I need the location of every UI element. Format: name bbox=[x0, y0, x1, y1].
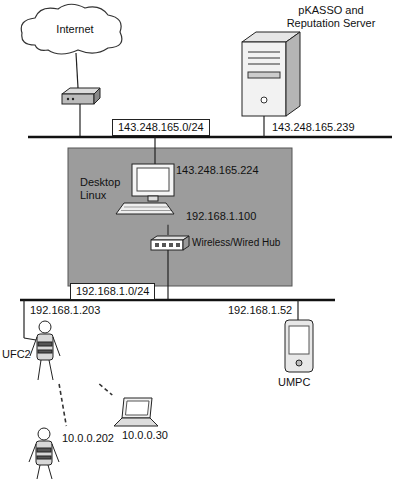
node-text: 192.168.1.100 bbox=[186, 210, 256, 223]
connector-line bbox=[167, 225, 168, 235]
internet-cloud bbox=[21, 4, 122, 54]
node-text: 143.248.165.224 bbox=[176, 164, 259, 177]
wearable-person-icon bbox=[30, 321, 60, 380]
cable-link bbox=[168, 225, 169, 235]
node-text: UFC2 bbox=[2, 348, 31, 361]
connector-line bbox=[59, 384, 66, 426]
desktop-computer-icon bbox=[116, 164, 174, 214]
node-text: Desktop Linux bbox=[80, 176, 128, 201]
server-icon bbox=[242, 32, 300, 116]
person-node: 10.0.0.202 bbox=[26, 426, 116, 480]
wire bbox=[154, 137, 155, 164]
laptop-icon bbox=[114, 398, 158, 426]
node-text: Internet bbox=[56, 23, 93, 36]
connector-line bbox=[99, 384, 112, 395]
wearable-node: 192.168.1.203UFC2 bbox=[2, 304, 102, 384]
node-text: 192.168.1.203 bbox=[30, 304, 100, 317]
node-text: 143.248.165.239 bbox=[272, 121, 355, 134]
umpc-icon bbox=[285, 320, 313, 372]
wire bbox=[167, 250, 168, 300]
router-icon bbox=[62, 88, 100, 104]
wire bbox=[76, 53, 78, 88]
network-bus bbox=[28, 136, 392, 139]
network-label: 192.168.1.0/24 bbox=[70, 283, 155, 300]
laptop-node: 10.0.0.30 bbox=[112, 395, 170, 444]
wire bbox=[79, 104, 80, 137]
wire bbox=[24, 338, 36, 340]
cloud-node: Internet bbox=[25, 5, 125, 53]
node-text: UMPC bbox=[278, 376, 310, 389]
wearable-person-icon bbox=[29, 428, 59, 479]
desktop-region bbox=[68, 148, 292, 286]
network-label: 143.248.165.0/24 bbox=[112, 119, 210, 136]
hub-icon bbox=[151, 236, 189, 250]
wireless-link bbox=[59, 384, 66, 426]
node-text: Wireless/Wired Hub bbox=[192, 237, 280, 249]
wire bbox=[23, 300, 24, 338]
node-text: 143.248.165.0/24 bbox=[118, 121, 204, 134]
wire bbox=[263, 116, 264, 137]
node-text: 192.168.1.52 bbox=[228, 304, 292, 317]
node-text: 10.0.0.30 bbox=[122, 429, 168, 442]
node-text: 10.0.0.202 bbox=[62, 432, 114, 445]
node-text: 192.168.1.0/24 bbox=[76, 285, 149, 298]
wireless-link bbox=[99, 384, 112, 395]
node-text: pKASSO and Reputation Server bbox=[272, 4, 390, 29]
hub-node: Wireless/Wired Hub bbox=[150, 235, 282, 253]
wire bbox=[297, 300, 298, 320]
server-node: pKASSO and Reputation Server 143.248.165.… bbox=[232, 3, 392, 136]
desktop-node: 143.248.165.224Desktop Linux 192.168.1.10… bbox=[78, 162, 261, 225]
network-bus bbox=[20, 299, 335, 302]
umpc-node: 192.168.1.52UMPC bbox=[228, 304, 316, 391]
